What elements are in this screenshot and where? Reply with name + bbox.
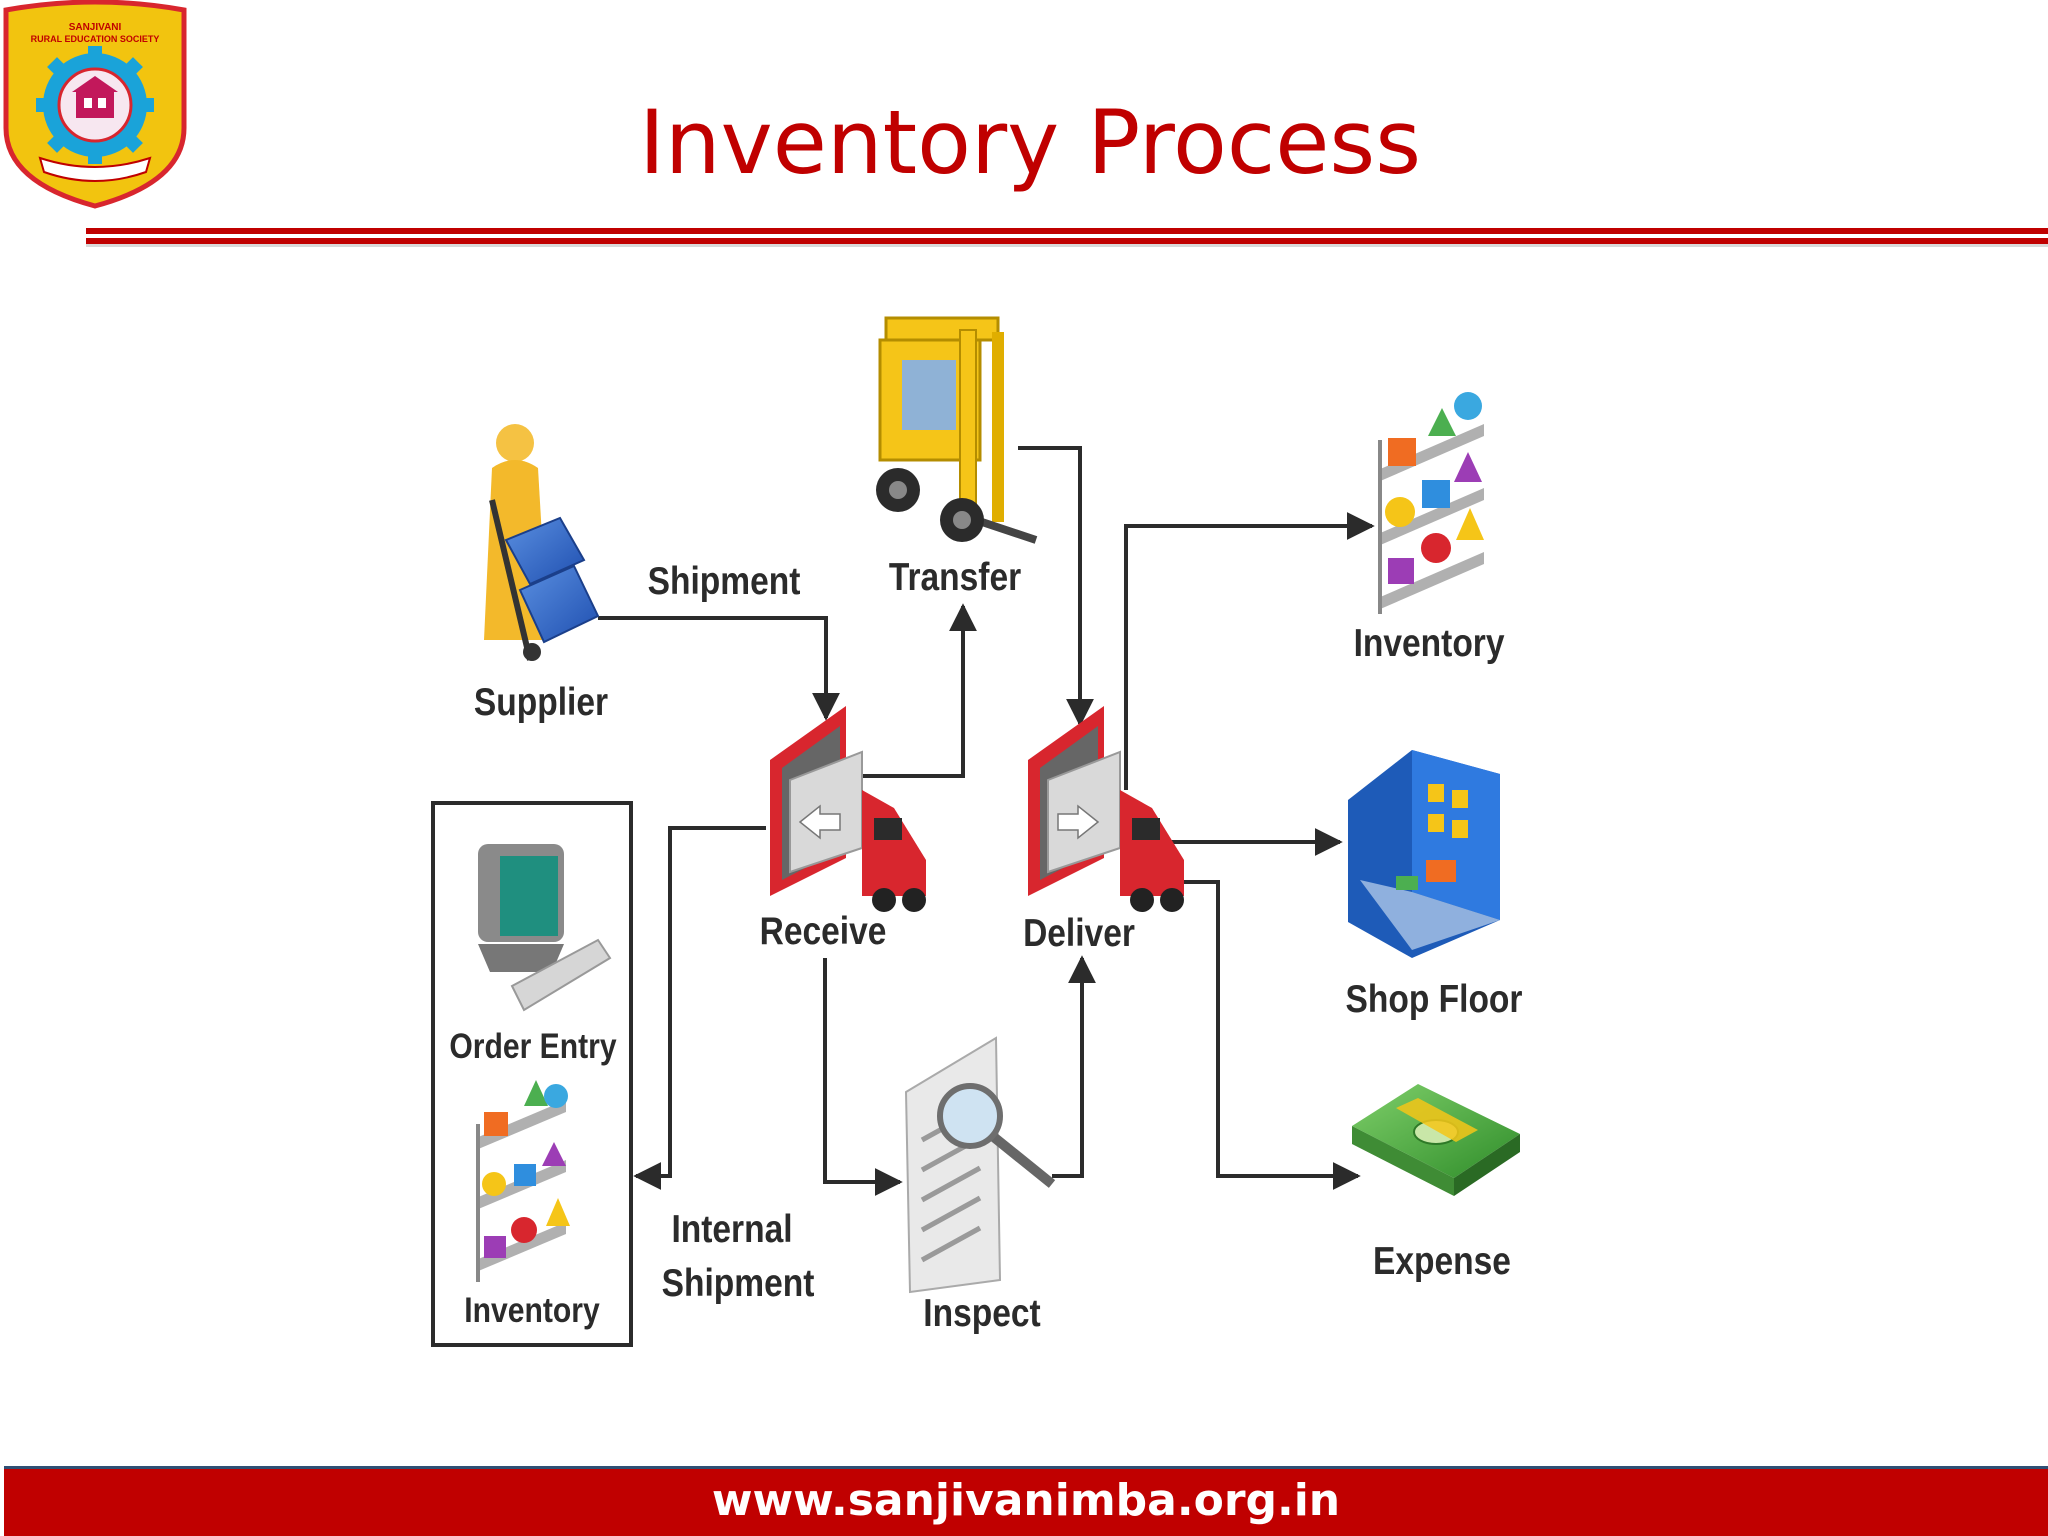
footer-bar: www.sanjivanimba.org.in bbox=[4, 1466, 2048, 1536]
deliver-label: Deliver bbox=[1023, 911, 1135, 955]
connectors bbox=[598, 446, 1375, 1196]
supplier-icon bbox=[484, 424, 600, 661]
forklift-icon bbox=[876, 316, 1038, 544]
receive-truck-dock-icon bbox=[770, 706, 926, 912]
shop-floor-label: Shop Floor bbox=[1346, 977, 1523, 1021]
computer-icon bbox=[478, 844, 612, 1012]
deliver-truck-dock-icon bbox=[1028, 706, 1184, 912]
edge-deliver-to-inventory bbox=[1124, 512, 1375, 790]
factory-room-icon bbox=[1348, 750, 1500, 958]
shelves-shapes-icon bbox=[476, 1080, 570, 1282]
edge-transfer-to-deliver bbox=[1018, 446, 1094, 727]
title-divider bbox=[86, 228, 2048, 247]
internal-shipment-label-line-2: Shipment bbox=[662, 1261, 815, 1305]
edge-receive-to-transfer bbox=[850, 603, 977, 778]
expense-label: Expense bbox=[1373, 1239, 1511, 1283]
slide-title: Inventory Process bbox=[638, 91, 1422, 194]
supplier-label: Supplier bbox=[474, 680, 608, 724]
edge-receive-to-inspect bbox=[823, 958, 903, 1196]
shipment-label: Shipment bbox=[648, 559, 801, 603]
receive-label: Receive bbox=[760, 909, 887, 953]
edge-deliver-to-expense bbox=[1172, 880, 1361, 1190]
logo-text-line-2: RURAL EDUCATION SOCIETY bbox=[31, 34, 160, 44]
edge-inspect-to-deliver bbox=[1052, 955, 1096, 1178]
logo-text-line-1: SANJIVANI bbox=[69, 22, 122, 33]
order-entry-label: Order Entry bbox=[449, 1026, 616, 1066]
edge-supplier-to-receive bbox=[598, 616, 840, 721]
inventory-left-label: Inventory bbox=[464, 1290, 599, 1330]
inventory-right-label: Inventory bbox=[1354, 621, 1506, 665]
document-magnifier-icon bbox=[904, 1036, 1056, 1294]
inspect-label: Inspect bbox=[923, 1291, 1040, 1335]
money-stack-icon bbox=[1352, 1084, 1520, 1196]
footer-url[interactable]: www.sanjivanimba.org.in bbox=[711, 1475, 1341, 1526]
logo-ribbon bbox=[38, 156, 152, 182]
transfer-label: Transfer bbox=[889, 555, 1021, 599]
order-entry-group-box bbox=[431, 801, 633, 1347]
logo: SANJIVANI RURAL EDUCATION SOCIETY bbox=[3, 0, 187, 209]
shelves-shapes-icon bbox=[1378, 392, 1484, 614]
edge-receive-to-order-entry bbox=[633, 826, 766, 1190]
internal-shipment-label-line-1: Internal bbox=[671, 1207, 792, 1251]
